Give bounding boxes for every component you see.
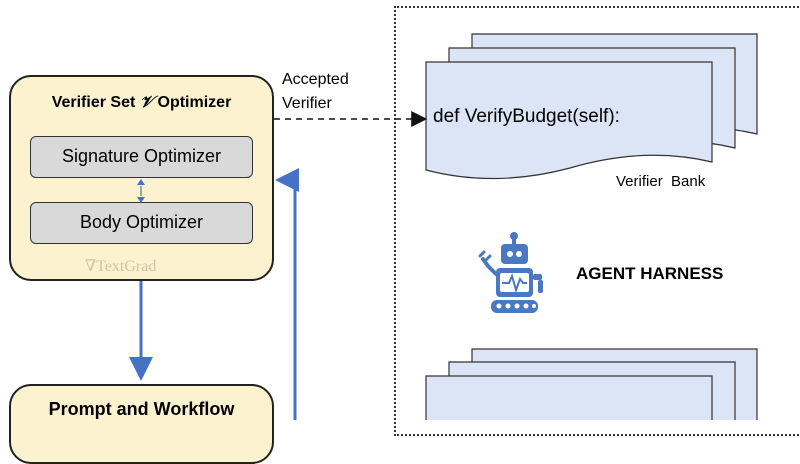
optimizer-title-suffix: Optimizer xyxy=(153,94,232,111)
signature-optimizer-label: Signature Optimizer xyxy=(61,146,222,166)
body-optimizer-label: Body Optimizer xyxy=(79,212,204,232)
agent-harness-label: AGENT HARNESS xyxy=(576,264,724,283)
signature-optimizer-box: Signature Optimizer xyxy=(30,136,253,178)
accepted-label-line2: Verifier xyxy=(282,95,332,112)
doc-front xyxy=(425,61,713,180)
body-optimizer-box: Body Optimizer xyxy=(30,202,253,244)
verifier-set-symbol: 𝒱 xyxy=(139,92,154,111)
optimizer-title: Verifier Set 𝒱 Optimizer xyxy=(9,92,274,112)
lower-doc-front xyxy=(425,375,713,420)
accepted-label-line1: Accepted xyxy=(282,71,349,88)
verifier-set-optimizer-box xyxy=(9,75,274,281)
inner-link-arrow-down xyxy=(137,197,145,203)
textgrad-watermark: ∇TextGrad xyxy=(85,258,157,275)
diagram-graphics xyxy=(129,33,758,420)
accepted-verifier-label: Accepted Verifier xyxy=(282,68,349,116)
optimizer-title-prefix: Verifier Set xyxy=(51,94,140,111)
inner-link-arrow-up xyxy=(137,179,145,185)
verifier-bank-docs xyxy=(425,33,758,180)
verifier-bank-label: Verifier Bank xyxy=(616,173,706,190)
robot-icon xyxy=(478,232,543,313)
feedback-arrow xyxy=(275,168,299,420)
lower-docs xyxy=(425,348,758,420)
verify-budget-code: def VerifyBudget(self): xyxy=(433,106,620,127)
prompt-workflow-title: Prompt and Workflow xyxy=(48,399,235,419)
